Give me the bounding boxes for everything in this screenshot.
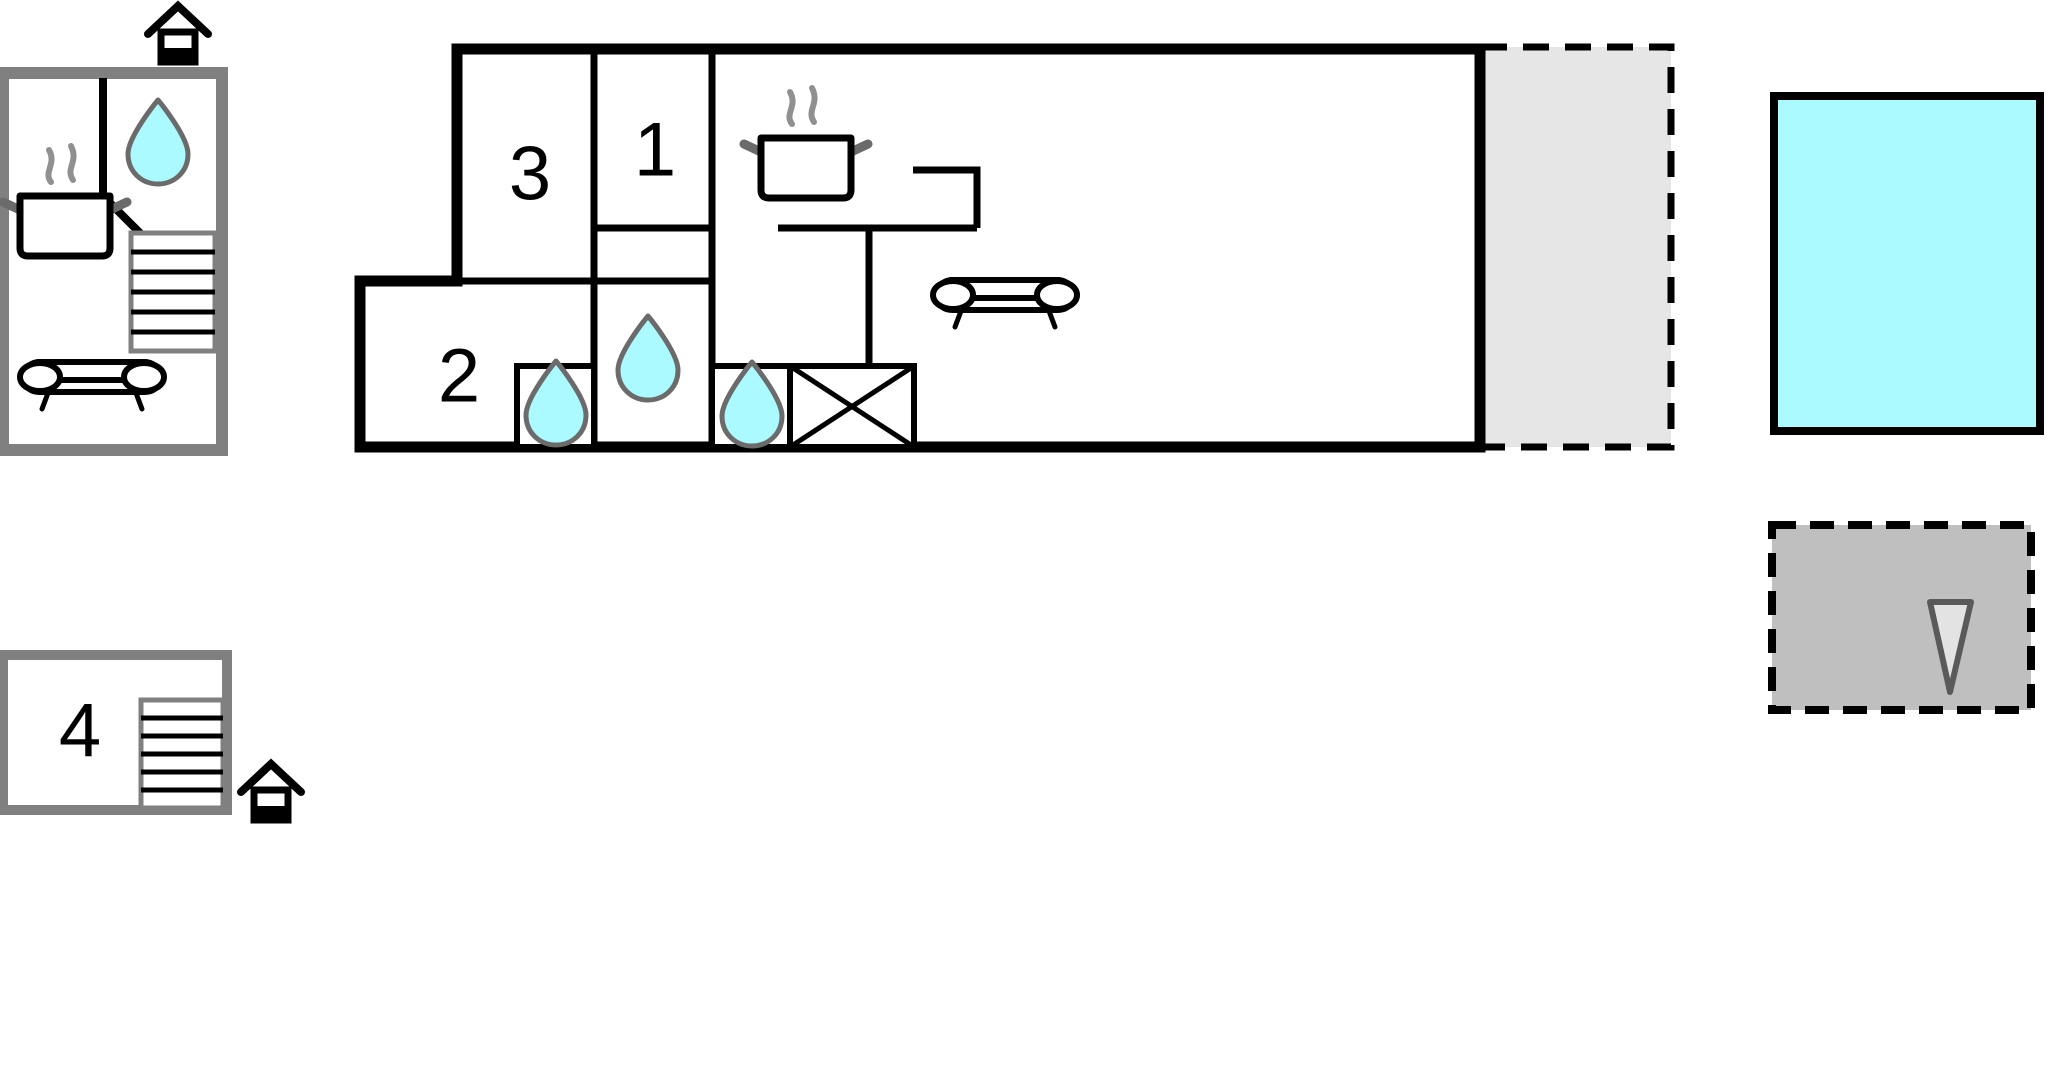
- room-number-2: 2: [438, 334, 480, 419]
- wall-corridor-step: [913, 166, 981, 228]
- stairs-icon: [128, 230, 218, 354]
- shower-cross-icon: [788, 363, 916, 450]
- room-number-4: 4: [59, 689, 101, 774]
- parking-area: [1768, 521, 2035, 714]
- pool-outline: [1770, 92, 2044, 435]
- main-building: 3 1 2: [354, 43, 1486, 453]
- swimming-pool: [1770, 92, 2044, 435]
- house-icon: [148, 6, 208, 64]
- house-icon: [241, 764, 301, 822]
- terrace-area: [1477, 43, 1675, 451]
- room-number-1: 1: [634, 108, 676, 193]
- stairs-icon: [138, 697, 226, 811]
- terrace-outline: [1477, 43, 1675, 451]
- parking-outline: [1768, 521, 2035, 714]
- room-number-3: 3: [509, 132, 551, 217]
- bottom-left-building: 4: [0, 650, 301, 822]
- arrow-down-icon: [1927, 599, 1974, 695]
- left-building: [0, 6, 228, 456]
